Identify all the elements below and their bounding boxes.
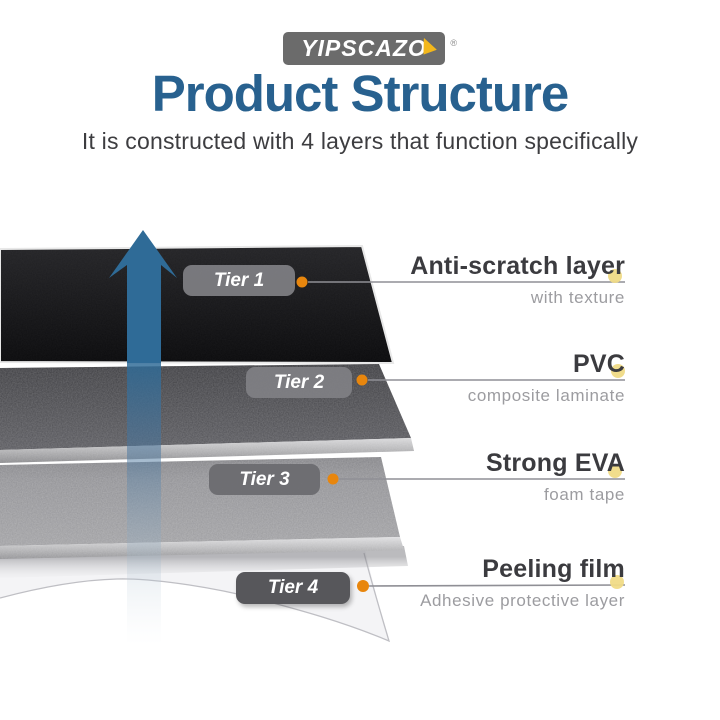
tier3-eva-layer-graphic — [0, 457, 404, 559]
layer-label-anti-scratch: Anti-scratch layer with texture — [410, 253, 625, 308]
up-arrow-icon — [109, 230, 177, 363]
connector-lines — [308, 281, 626, 587]
orange-dots — [296, 276, 369, 592]
page-title: Product Structure — [151, 65, 570, 122]
layer-label-pvc: PVC composite laminate — [468, 351, 625, 406]
orange-dot-tier1 — [296, 276, 308, 288]
orange-dot-tier4 — [357, 580, 369, 592]
arrow-band — [127, 362, 161, 643]
layer-label-peeling-film: Peeling film Adhesive protective layer — [420, 556, 625, 611]
layer-label-subtitle: with texture — [530, 288, 625, 307]
tier2-badge: Tier 2 — [246, 367, 352, 398]
layer-label-title: Peeling film — [482, 555, 625, 583]
registered-trademark-symbol: ® — [450, 38, 457, 48]
tier4-badge: Tier 4 — [236, 572, 350, 604]
layer-label-subtitle: Adhesive protective layer — [420, 591, 625, 610]
orange-dot-tier2 — [356, 374, 368, 386]
yellow-dot-tier1 — [608, 269, 622, 283]
connector-line-tier4 — [368, 584, 626, 587]
brand-logo: YIPSCAZO ® — [283, 32, 457, 65]
orange-dot-tier3 — [327, 473, 339, 485]
layer-label-title: PVC — [572, 350, 625, 378]
tier1-anti-scratch-layer-graphic — [0, 244, 395, 365]
tier3-drop-shadow — [0, 546, 408, 578]
layer-label-eva: Strong EVA foam tape — [486, 450, 625, 505]
layer-label-title: Anti-scratch layer — [410, 252, 625, 280]
tier3-badge: Tier 3 — [209, 464, 320, 495]
yellow-dot-tier3 — [608, 464, 622, 478]
tier1-badge: Tier 1 — [183, 265, 295, 296]
layer-label-subtitle: foam tape — [543, 485, 625, 504]
layer-label-subtitle: composite laminate — [467, 386, 625, 405]
yellow-dot-tier2 — [611, 364, 625, 378]
yellow-accent-dots — [608, 269, 625, 589]
yellow-dot-tier4 — [610, 575, 624, 589]
layer-label-title: Strong EVA — [485, 449, 625, 477]
page-subtitle: It is constructed with 4 layers that fun… — [81, 128, 639, 154]
brand-logo-text: YIPSCAZO — [301, 35, 427, 61]
